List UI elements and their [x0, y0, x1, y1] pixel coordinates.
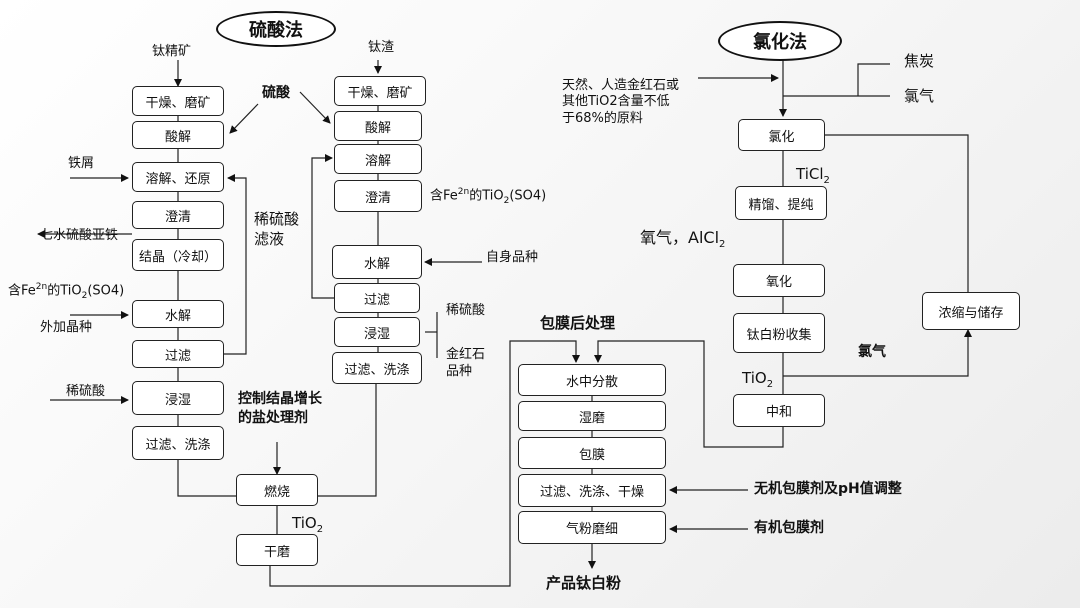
concentrate-store-step: 浓缩与储存 — [922, 292, 1020, 330]
self-seed-label: 自身品种 — [486, 250, 539, 265]
left-step-clarify: 澄清 — [132, 201, 224, 229]
titanium-slag-input-label: 钛渣 — [368, 40, 395, 55]
chloride-process-title: 氯化法 — [718, 21, 842, 61]
left-step-acid-digest: 酸解 — [132, 121, 224, 149]
mid-step-soak: 浸湿 — [334, 317, 420, 347]
sulfuric-acid-label: 硫酸 — [262, 85, 290, 101]
calcine-step: 燃烧 — [236, 474, 318, 506]
chloride-step-oxidize: 氧化 — [733, 264, 825, 297]
chloride-step-chlorinate: 氯化 — [738, 119, 825, 151]
chloride-raw-material-label: 天然、人造金红石或 其他TiO2含量不低 于68%的原料 — [562, 78, 702, 127]
dry-mill-step: 干磨 — [236, 534, 318, 566]
dilute-acid-left-label: 稀硫酸 — [66, 384, 106, 399]
dilute-filtrate-label-line1: 稀硫酸 — [254, 210, 300, 228]
post-step-wet-mill: 湿磨 — [518, 401, 666, 431]
left-step-dissolve-reduce: 溶解、还原 — [132, 162, 224, 192]
inorganic-coating-label: 无机包膜剂及pH值调整 — [754, 481, 902, 497]
post-step-jet-mill: 气粉磨细 — [518, 511, 666, 544]
left-step-soak: 浸湿 — [132, 381, 224, 415]
organic-coating-label: 有机包膜剂 — [754, 520, 824, 536]
chloride-step-collect: 钛白粉收集 — [733, 313, 825, 353]
chlorine-recycle-label: 氯气 — [858, 344, 886, 360]
iron-scrap-label: 铁屑 — [68, 156, 95, 171]
post-step-coating: 包膜 — [518, 437, 666, 469]
mid-step-filter: 过滤 — [334, 283, 420, 313]
mid-step-clarify: 澄清 — [334, 180, 422, 212]
left-step-filter: 过滤 — [132, 340, 224, 368]
dilute-acid-mid-label: 稀硫酸 — [446, 303, 486, 318]
post-step-filter-wash-dry: 过滤、洗涤、干燥 — [518, 474, 666, 507]
dilute-filtrate-label-line2: 滤液 — [254, 230, 285, 248]
calcine-tio2-label: TiO2 — [292, 514, 324, 535]
rutile-seed-label-line2: 品种 — [446, 364, 473, 379]
mid-step-acid-digest: 酸解 — [334, 111, 422, 141]
ilmenite-input-label: 钛精矿 — [152, 44, 192, 59]
fe-tio2-sulfate-label-mid: 含Fe2n的TiO2(SO4) — [430, 187, 547, 206]
chloride-step-distill-purify: 精馏、提纯 — [735, 186, 827, 220]
left-step-filter-wash: 过滤、洗涤 — [132, 426, 224, 460]
raw-material-line3: 于68%的原料 — [562, 110, 643, 126]
left-step-dry-mill: 干燥、磨矿 — [132, 86, 224, 116]
post-step-disperse: 水中分散 — [518, 364, 666, 396]
oxygen-alcl-label: 氧气，AlCl2 — [640, 228, 726, 251]
left-step-crystallize: 结晶（冷却） — [132, 239, 224, 271]
growth-control-label-line2: 的盐处理剂 — [238, 410, 308, 426]
raw-material-line2: 其他TiO2含量不低 — [562, 94, 670, 110]
mid-step-dissolve: 溶解 — [334, 144, 422, 174]
mid-step-dry-mill: 干燥、磨矿 — [334, 76, 426, 106]
growth-control-label-line1: 控制结晶增长 — [238, 391, 322, 407]
chloride-step-neutralize: 中和 — [733, 394, 825, 427]
coke-label: 焦炭 — [904, 52, 935, 70]
fe-tio2-sulfate-label-left: 含Fe2n的TiO2(SO4) — [8, 282, 125, 301]
external-seed-label: 外加晶种 — [40, 320, 93, 335]
post-treatment-title: 包膜后处理 — [540, 314, 616, 332]
ferrous-sulfate-label: 七水硫酸亚铁 — [40, 228, 119, 243]
chloride-tio2-label: TiO2 — [742, 369, 774, 390]
mid-step-hydrolysis: 水解 — [332, 245, 422, 279]
chlorine-input-label: 氯气 — [904, 87, 935, 105]
left-step-hydrolysis: 水解 — [132, 300, 224, 328]
rutile-seed-label-line1: 金红石 — [446, 347, 486, 362]
sulfuric-process-title: 硫酸法 — [216, 11, 336, 47]
ticl-label: TiCl2 — [796, 165, 830, 186]
raw-material-line1: 天然、人造金红石或 — [562, 78, 680, 93]
mid-step-filter-wash: 过滤、洗涤 — [332, 352, 422, 384]
product-label: 产品钛白粉 — [546, 574, 622, 592]
